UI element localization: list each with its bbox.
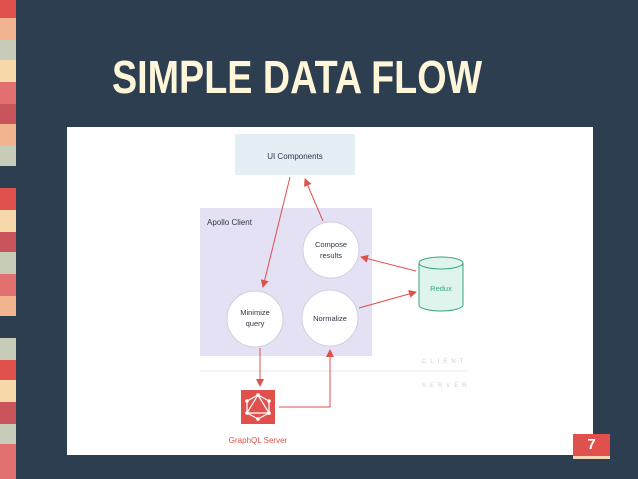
minimize-label-line2: query (246, 319, 265, 328)
compose-label-line2: results (320, 251, 342, 260)
minimize-query-node (226, 290, 284, 348)
arrow-normalize-to-redux (358, 290, 417, 309)
redux-label: Redux (430, 284, 452, 293)
normalize-label: Normalize (313, 314, 347, 323)
ui-components-label: UI Components (267, 152, 323, 161)
normalize-node (301, 289, 359, 347)
graphql-logo-icon (241, 390, 275, 424)
apollo-client-label: Apollo Client (207, 218, 253, 227)
arrow-ui-to-minimize (260, 176, 291, 288)
arrow-compose-to-ui (304, 178, 324, 222)
arrow-redux-to-compose (360, 254, 417, 272)
diagram-panel: UI Components Apollo Client Compose resu… (67, 127, 593, 455)
compose-label-line1: Compose (315, 240, 347, 249)
decorative-stripe-bar (0, 0, 16, 479)
graphql-server-label: GraphQL Server (229, 436, 288, 445)
slide-title: SIMPLE DATA FLOW (112, 51, 483, 103)
ui-components-box (235, 134, 355, 175)
redux-store-icon (418, 256, 464, 312)
server-label: SERVER (422, 383, 471, 389)
arrow-server-to-normalize (279, 349, 334, 408)
page-number-underline (573, 456, 610, 459)
page-number: 7 (573, 434, 610, 456)
compose-results-node (302, 221, 360, 279)
minimize-label-line1: Minimize (240, 308, 270, 317)
data-flow-diagram: UI Components Apollo Client Compose resu… (200, 134, 471, 445)
client-label: CLIENT (422, 359, 467, 365)
